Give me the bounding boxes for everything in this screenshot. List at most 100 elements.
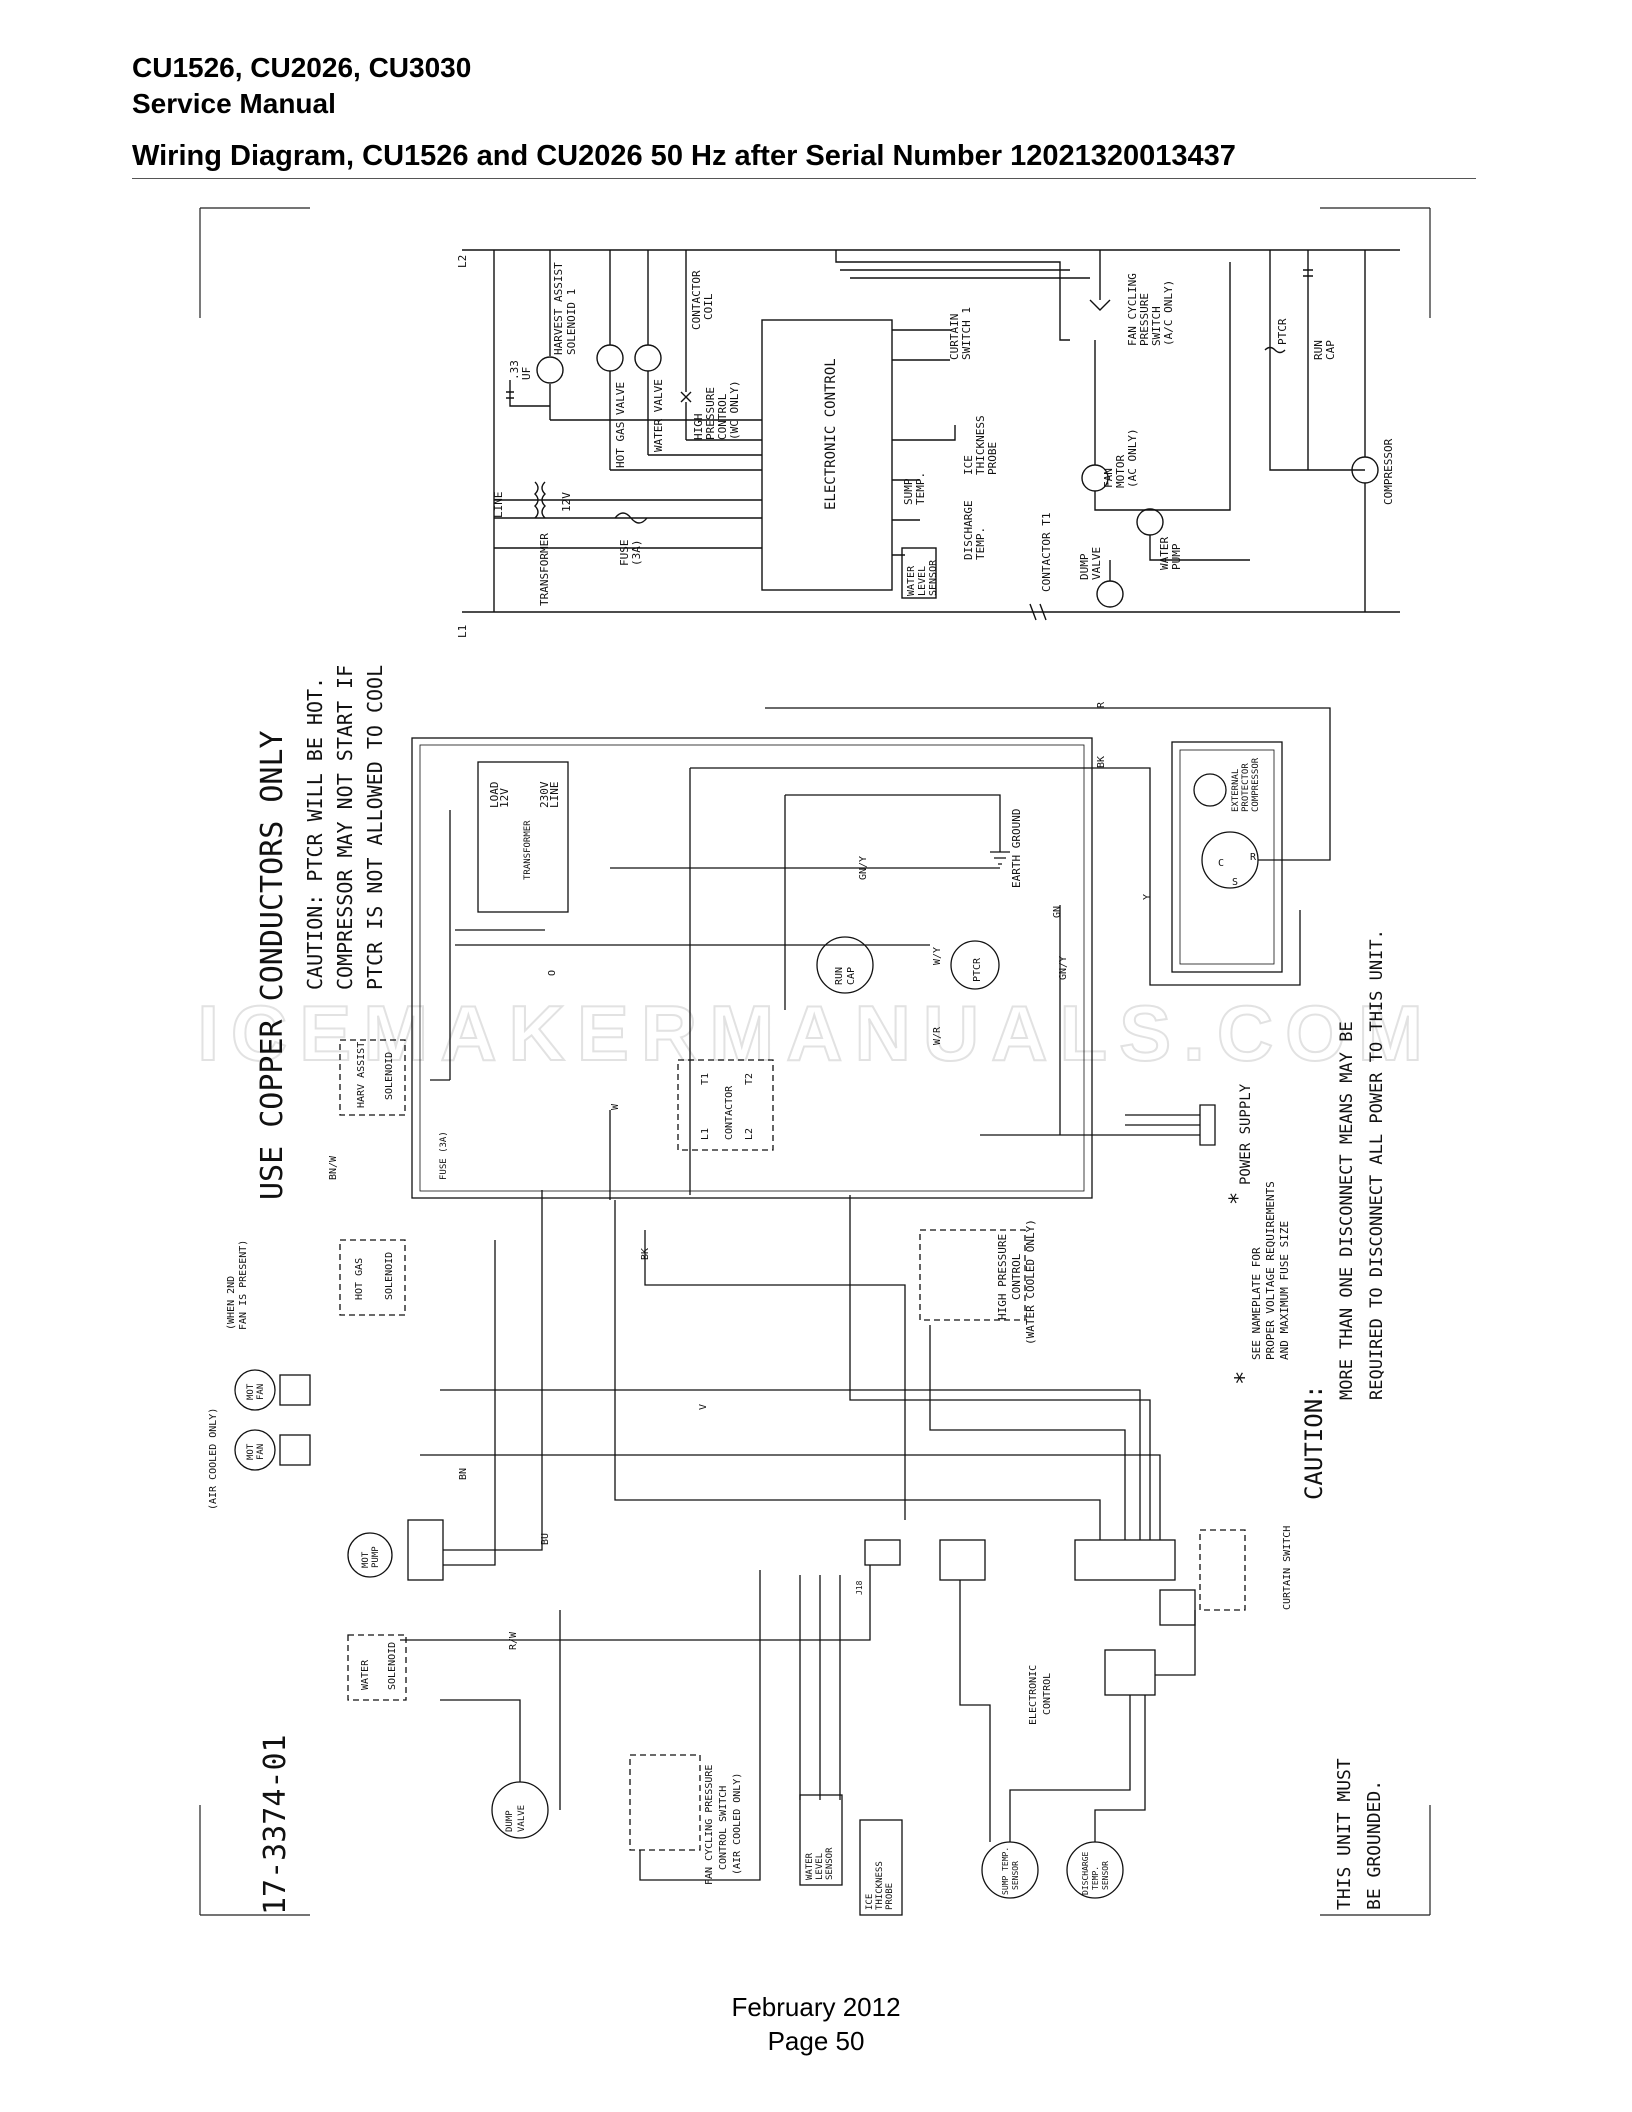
wire-label-gn: GN bbox=[1052, 906, 1063, 918]
water-level-label-3: SENSOR bbox=[928, 559, 939, 596]
second-fan-note-2: FAN IS PRESENT) bbox=[238, 1240, 249, 1330]
fuse-label-1: FUSE bbox=[618, 540, 631, 567]
load-label-1: LOAD bbox=[488, 782, 501, 809]
sump-temp-sensor-label-2: SENSOR bbox=[1011, 1861, 1020, 1890]
water-level-label-1: WATER bbox=[906, 565, 917, 596]
nameplate-note-line-2: PROPER VOLTAGE REQUIREMENTS bbox=[1264, 1181, 1277, 1360]
fan-cycling-label-3: SWITCH bbox=[1150, 306, 1163, 346]
fan-cycling-label-1: FAN CYCLING bbox=[1126, 273, 1139, 346]
discharge-temp-sensor-label-2: TEMP. bbox=[1091, 1866, 1100, 1890]
electronic-control-pictorial-label-1: ELECTRONIC bbox=[1028, 1665, 1039, 1725]
high-pressure-label-3: CONTROL bbox=[716, 393, 729, 440]
air-cooled-note: (AIR COOLED ONLY) bbox=[208, 1408, 219, 1510]
wire-label-o: O bbox=[547, 970, 558, 976]
discharge-temp-label-2: TEMP. bbox=[974, 527, 987, 560]
sump-temp-label-1: SUMP bbox=[902, 478, 915, 505]
wire-label-rw: R/W bbox=[508, 1631, 519, 1650]
ice-thickness-label-2: THICKNESS bbox=[974, 415, 987, 475]
water-level-pictorial-label-1: WATER bbox=[805, 1852, 815, 1880]
caution-ptcr-line-2: COMPRESSOR MAY NOT START IF bbox=[333, 665, 357, 990]
earth-ground-label: EARTH GROUND bbox=[1010, 809, 1023, 888]
ice-thickness-pictorial-label-3: PROBE bbox=[885, 1883, 895, 1910]
wire-label-bk: BK bbox=[1096, 756, 1107, 768]
fan-cycling-pictorial-label-2: CONTROL SWITCH bbox=[718, 1786, 729, 1870]
hot-gas-label-2: SOLENOID bbox=[384, 1252, 395, 1300]
fuse-3a-label: FUSE (3A) bbox=[439, 1131, 449, 1180]
water-level-pictorial-label-2: LEVEL bbox=[815, 1853, 825, 1880]
wire-label-r: R bbox=[1096, 701, 1107, 708]
ice-thickness-pictorial-label-1: ICE bbox=[865, 1894, 875, 1910]
contactor-t1-label: CONTACTOR T1 bbox=[1040, 513, 1053, 592]
cap-value-label-1: .33 bbox=[508, 360, 521, 380]
ice-thickness-label-3: PROBE bbox=[986, 442, 999, 475]
document-manual-title: Service Manual bbox=[132, 88, 336, 119]
wire-label-gny: GN/Y bbox=[858, 856, 869, 880]
fan-cycling-pictorial-label-3: (AIR COOLED ONLY) bbox=[732, 1773, 743, 1875]
pictorial-labels: USE COPPER CONDUCTORS ONLY CAUTION: PTCR… bbox=[208, 665, 1387, 1915]
fuse-label-2: (3A) bbox=[630, 540, 643, 567]
nameplate-note-line-1: SEE NAMEPLATE FOR bbox=[1250, 1247, 1263, 1360]
water-pump-label-2: PUMP bbox=[1170, 543, 1183, 570]
pictorial-ptcr-label: PTCR bbox=[972, 957, 983, 982]
mot-fan-2-label-2: FAN bbox=[256, 1384, 266, 1400]
water-solenoid-label-1: WATER bbox=[360, 1659, 371, 1690]
caution-disconnect-label: CAUTION: bbox=[1300, 1384, 1328, 1500]
discharge-temp-label-1: DISCHARGE bbox=[962, 500, 975, 560]
dump-valve-label-1: DUMP bbox=[1078, 553, 1091, 580]
grounded-note-line-2: BE GROUNDED. bbox=[1364, 1780, 1385, 1910]
wire-label-w: W bbox=[610, 1103, 621, 1110]
caution-ptcr-line-3: PTCR IS NOT ALLOWED TO COOL bbox=[363, 665, 387, 990]
discharge-temp-sensor-label-1: DISCHARGE bbox=[1081, 1851, 1090, 1895]
l2-label: L2 bbox=[456, 255, 469, 268]
caution-ptcr-line-1: CAUTION: PTCR WILL BE HOT. bbox=[303, 677, 327, 990]
water-solenoid-label-2: SOLENOID bbox=[387, 1642, 398, 1690]
dump-valve-pictorial-label-1: DUMP bbox=[505, 1810, 515, 1832]
ext-protector-label-1: EXTERNAL bbox=[1231, 769, 1241, 812]
transformer-label: TRANSFORMER bbox=[538, 533, 551, 606]
harvest-assist-label-2: SOLENOID 1 bbox=[565, 289, 578, 355]
wire-label-wy: W/Y bbox=[932, 947, 943, 965]
mot-fan-1-label-1: MOT bbox=[246, 1443, 256, 1460]
discharge-temp-sensor-label-3: SENSOR bbox=[1101, 1861, 1110, 1890]
wire-label-bn: BN bbox=[458, 1468, 469, 1480]
ladder-diagram bbox=[462, 249, 1400, 621]
fan-motor-label-2: MOTOR bbox=[1114, 455, 1127, 488]
water-level-label-2: LEVEL bbox=[917, 566, 928, 596]
pictorial-run-cap-label-1: RUN bbox=[834, 967, 845, 985]
high-pressure-pictorial-label-1: HIGH PRESSURE bbox=[996, 1234, 1009, 1320]
high-pressure-pictorial-label-2: CONTROL bbox=[1010, 1253, 1023, 1300]
electronic-control-pictorial-label-2: CONTROL bbox=[1042, 1673, 1053, 1715]
sump-temp-label-2: TEMP. bbox=[914, 472, 927, 505]
water-pump-label-1: WATER bbox=[1158, 537, 1171, 570]
watermark: ICEMAKERMANUALS.COM bbox=[197, 989, 1435, 1077]
mot-pump-label-1: MOT bbox=[361, 1551, 371, 1568]
curtain-switch-label-1: CURTAIN bbox=[948, 314, 961, 360]
electronic-control-label: ELECTRONIC CONTROL bbox=[823, 358, 839, 510]
frame-corners bbox=[199, 207, 1431, 1916]
power-supply-asterisk: * bbox=[1226, 1192, 1251, 1205]
nameplate-asterisk: * bbox=[1230, 1371, 1258, 1385]
hot-gas-valve-label: HOT GAS VALVE bbox=[614, 382, 627, 468]
high-pressure-pictorial-label-3: (WATER COOLED ONLY) bbox=[1024, 1219, 1037, 1345]
water-level-pictorial-label-3: SENSOR bbox=[825, 1847, 835, 1880]
mot-fan-1-label-2: FAN bbox=[256, 1444, 266, 1460]
connector-j18-label: J18 bbox=[855, 1580, 864, 1595]
contactor-label: CONTACTOR bbox=[724, 1085, 735, 1140]
mot-fan-2-label-1: MOT bbox=[246, 1383, 256, 1400]
fan-motor-label-3: (AC ONLY) bbox=[1126, 428, 1139, 488]
curtain-switch-label-2: SWITCH 1 bbox=[960, 307, 973, 360]
hot-gas-label-1: HOT GAS bbox=[354, 1258, 365, 1300]
mot-pump-label-2: PUMP bbox=[371, 1546, 381, 1568]
load-label-2: 12V bbox=[498, 788, 511, 808]
contactor-coil-label-2: COIL bbox=[702, 293, 715, 320]
wire-label-y: Y bbox=[1142, 894, 1153, 900]
wire-label-gny-2: GN/Y bbox=[1058, 956, 1069, 980]
wire-label-v: V bbox=[698, 1404, 709, 1410]
high-pressure-label-1: HIGH bbox=[692, 414, 705, 441]
contactor-terminal-t2: T2 bbox=[744, 1073, 755, 1085]
line-230v-label-1: 230V bbox=[538, 781, 551, 808]
ext-protector-label-2: PROTECTOR bbox=[1241, 763, 1251, 812]
contactor-terminal-t1: T1 bbox=[700, 1073, 711, 1085]
curtain-switch-pictorial-label: CURTAIN SWITCH bbox=[1282, 1526, 1293, 1610]
